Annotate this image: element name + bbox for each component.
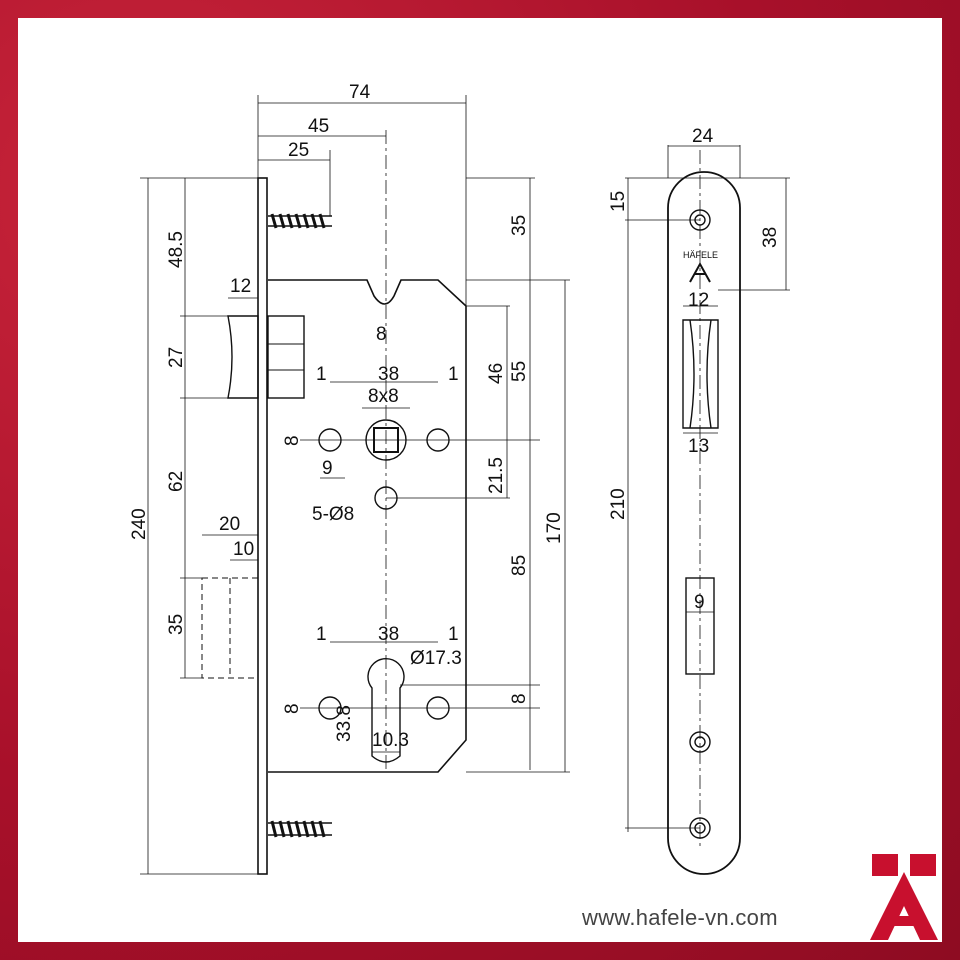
dim-cylinder-dia: Ø17.3 (410, 648, 462, 669)
dim-cyl-pitch: 38 (378, 624, 399, 645)
dim-cyl-wall-right: 1 (448, 624, 459, 645)
dim-cyl-wall-left: 1 (316, 624, 327, 645)
dim-wall-right: 1 (448, 364, 459, 385)
dim-follower-pitch: 38 (378, 364, 399, 385)
dim-cylinder-height: 33.8 (334, 705, 355, 742)
dim-bolt-width: 10 (233, 539, 254, 560)
dim-plate-top-hole: 15 (608, 191, 629, 212)
latch-block (267, 315, 305, 399)
dim-top-to-case: 35 (509, 215, 530, 236)
dim-case-height: 170 (544, 512, 565, 544)
dim-mount-holes: 5-Ø8 (312, 504, 354, 525)
dim-backset: 45 (308, 116, 329, 137)
dim-follower-to-cylinder: 85 (509, 555, 530, 576)
dim-bolt-height: 35 (166, 614, 187, 635)
dim-cyl-hole-right: 8 (509, 693, 530, 704)
plate-logo-icon (689, 261, 711, 283)
dim-hole-offset: 9 (322, 458, 333, 479)
latch (227, 315, 259, 399)
dim-latch-to-bolt: 62 (166, 471, 187, 492)
dim-plate-logo-offset: 38 (760, 227, 781, 248)
dim-plate-latch-width: 12 (688, 290, 709, 311)
faceplate-side (257, 177, 268, 875)
drawing-sheet (18, 18, 942, 942)
dim-screw-offset: 25 (288, 140, 309, 161)
lock-body (268, 279, 467, 773)
dim-plate-width: 24 (692, 126, 714, 147)
dim-backset-total: 74 (349, 82, 371, 103)
faceplate-front (667, 171, 741, 875)
hafele-a-logo (870, 854, 938, 940)
dim-bolt-throw: 20 (219, 514, 240, 535)
dim-cylinder-width: 10.3 (372, 730, 409, 751)
website-url[interactable]: www.hafele-vn.com (582, 905, 778, 930)
dim-latch-height: 27 (166, 347, 187, 368)
dim-spindle: 8x8 (368, 386, 399, 407)
dim-plate-bolt-width: 9 (694, 592, 705, 613)
screw-threads (270, 213, 326, 838)
dim-follower-offset: 46 (486, 363, 507, 384)
dim-wall-left: 1 (316, 364, 327, 385)
plate-brand-text: HÄFELE (683, 250, 718, 260)
dim-follower-to-hole: 21.5 (486, 457, 507, 494)
dim-top-to-latch: 48.5 (166, 231, 187, 268)
dim-overall-height: 240 (129, 508, 150, 540)
dim-case-to-follower: 55 (509, 361, 530, 382)
deadbolt (201, 577, 259, 679)
cylinder-cutout (367, 658, 405, 763)
dim-hole-dia-v: 8 (282, 435, 303, 446)
dim-cyl-hole-v: 8 (282, 703, 303, 714)
dim-slot-width: 8 (376, 324, 387, 345)
dim-latch-face: 12 (230, 276, 251, 297)
dim-plate-height: 210 (608, 488, 629, 520)
dim-plate-latch-opening: 13 (688, 436, 709, 457)
